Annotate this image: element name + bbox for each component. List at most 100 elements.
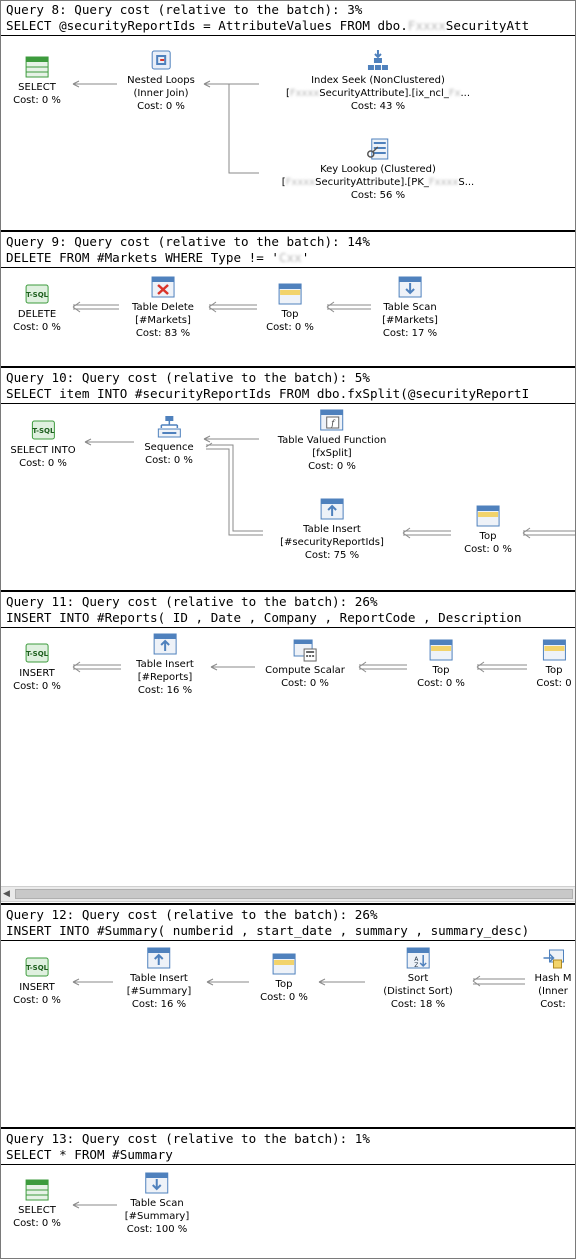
flow-arrow: [402, 527, 451, 539]
flow-arrow: [326, 301, 371, 313]
plan-node-top[interactable]: Top Cost: 0 %: [266, 282, 314, 334]
plan-node-select[interactable]: SELECT Cost: 0 %: [13, 1178, 61, 1230]
select-icon: [25, 55, 49, 79]
plan-node-top[interactable]: Top Cost: 0 %: [464, 504, 512, 556]
svg-text:T-SQL: T-SQL: [32, 427, 55, 435]
query-header[interactable]: Query 10: Query cost (relative to the ba…: [1, 369, 575, 404]
query-header[interactable]: Query 11: Query cost (relative to the ba…: [1, 593, 575, 628]
plan-node-top[interactable]: Top Cost: 0 %: [417, 638, 465, 690]
flow-arrow: [472, 975, 525, 987]
query-cost-line: Query 8: Query cost (relative to the bat…: [6, 2, 363, 17]
plan-node-table-delete[interactable]: Table Delete [#Markets] Cost: 83 %: [132, 275, 194, 340]
flow-arrow: [203, 80, 211, 88]
select-icon: [25, 1178, 49, 1202]
table-insert-icon: [320, 497, 344, 521]
flow-arrow: [522, 527, 575, 539]
plan-node-index-seek[interactable]: Index Seek (NonClustered) [FxxxxSecurity…: [286, 48, 470, 113]
table-scan-icon: [145, 1171, 169, 1195]
plan-node-select-into[interactable]: T-SQL SELECT INTO Cost: 0 %: [10, 418, 76, 470]
svg-text:f: f: [331, 419, 337, 428]
query-cost-line: Query 12: Query cost (relative to the ba…: [6, 907, 378, 922]
plan-node-insert[interactable]: T-SQL INSERT Cost: 0 %: [13, 641, 61, 693]
nested-loops-icon: [149, 48, 173, 72]
query-sql-line: SELECT * FROM #Summary: [6, 1147, 173, 1162]
plan-node-sequence[interactable]: Sequence Cost: 0 %: [144, 415, 194, 467]
flow-arrow: [204, 83, 259, 174]
table-insert-icon: [153, 632, 177, 656]
plan-node-delete[interactable]: T-SQL DELETE Cost: 0 %: [13, 282, 61, 334]
svg-text:A: A: [414, 956, 419, 963]
flow-arrow: [210, 663, 255, 671]
flow-arrow: [358, 661, 407, 673]
flow-arrow: [208, 301, 257, 313]
flow-arrow: [72, 661, 121, 673]
top-icon: [272, 952, 296, 976]
table-valued-function-icon: f: [320, 408, 344, 432]
query-separator: [1, 366, 575, 368]
query-separator: [1, 230, 575, 232]
flow-arrow: [72, 301, 119, 313]
table-scan-icon: [398, 275, 422, 299]
plan-node-key-lookup[interactable]: Key Lookup (Clustered) [FxxxxSecurityAtt…: [282, 137, 474, 202]
query-header[interactable]: Query 12: Query cost (relative to the ba…: [1, 906, 575, 941]
hash-match-icon: [541, 946, 565, 970]
plan-node-table-valued-function[interactable]: f Table Valued Function [fxSplit] Cost: …: [278, 408, 386, 473]
flow-arrow: [476, 661, 527, 673]
compute-scalar-icon: [293, 638, 317, 662]
top-icon: [542, 638, 566, 662]
index-seek-icon: [366, 48, 390, 72]
scroll-left-icon[interactable]: ◀: [3, 889, 10, 899]
svg-text:T-SQL: T-SQL: [26, 964, 49, 972]
top-icon: [429, 638, 453, 662]
query-sql-line: DELETE FROM #Markets WHERE Type != 'Cxx': [6, 250, 310, 265]
flow-arrow: [72, 80, 117, 88]
flow-arrow: [72, 1201, 117, 1209]
plan-node-table-insert[interactable]: Table Insert [#Summary] Cost: 16 %: [127, 946, 191, 1011]
flow-arrow: [318, 978, 365, 986]
key-lookup-icon: [366, 137, 390, 161]
flow-arrow: [72, 978, 113, 986]
plan-node-table-insert[interactable]: Table Insert [#securityReportIds] Cost: …: [280, 497, 384, 562]
plan-node-table-scan[interactable]: Table Scan [#Markets] Cost: 17 %: [382, 275, 438, 340]
tsql-icon: T-SQL: [25, 641, 49, 665]
horizontal-scrollbar[interactable]: ◀: [1, 886, 575, 902]
svg-text:T-SQL: T-SQL: [26, 291, 49, 299]
plan-node-select[interactable]: SELECT Cost: 0 %: [13, 55, 61, 107]
plan-node-hash-match[interactable]: Hash M (Inner Cost:: [534, 946, 572, 1011]
query-header[interactable]: Query 13: Query cost (relative to the ba…: [1, 1130, 575, 1165]
sequence-icon: [157, 415, 181, 439]
query-header[interactable]: Query 8: Query cost (relative to the bat…: [1, 1, 575, 36]
table-insert-icon: [147, 946, 171, 970]
query-header[interactable]: Query 9: Query cost (relative to the bat…: [1, 233, 575, 268]
tsql-icon: T-SQL: [25, 282, 49, 306]
tsql-icon: T-SQL: [31, 418, 55, 442]
tsql-icon: T-SQL: [25, 955, 49, 979]
query-cost-line: Query 9: Query cost (relative to the bat…: [6, 234, 370, 249]
query-cost-line: Query 11: Query cost (relative to the ba…: [6, 594, 378, 609]
flow-arrow: [84, 438, 134, 446]
plan-node-top[interactable]: Top Cost: 0: [536, 638, 572, 690]
plan-node-nested-loops[interactable]: Nested Loops (Inner Join) Cost: 0 %: [127, 48, 195, 113]
flow-arrow: [206, 978, 249, 986]
query-sql-line: INSERT INTO #Reports( ID , Date , Compan…: [6, 610, 522, 625]
query-sql-line: SELECT @securityReportIds = AttributeVal…: [6, 18, 530, 33]
query-separator: [1, 590, 575, 592]
plan-node-top[interactable]: Top Cost: 0 %: [260, 952, 308, 1004]
plan-node-insert[interactable]: T-SQL INSERT Cost: 0 %: [13, 955, 61, 1007]
query-separator: [1, 903, 575, 905]
svg-text:Z: Z: [414, 962, 418, 969]
query-separator: [1, 1127, 575, 1129]
query-cost-line: Query 10: Query cost (relative to the ba…: [6, 370, 370, 385]
plan-node-table-insert[interactable]: Table Insert [#Reports] Cost: 16 %: [136, 632, 194, 697]
svg-text:T-SQL: T-SQL: [26, 650, 49, 658]
top-icon: [476, 504, 500, 528]
scrollbar-thumb[interactable]: [15, 889, 573, 899]
flow-arrow: [203, 435, 259, 443]
plan-node-compute-scalar[interactable]: Compute Scalar Cost: 0 %: [265, 638, 345, 690]
plan-node-table-scan[interactable]: Table Scan [#Summary] Cost: 100 %: [125, 1171, 189, 1236]
top-icon: [278, 282, 302, 306]
query-cost-line: Query 13: Query cost (relative to the ba…: [6, 1131, 370, 1146]
